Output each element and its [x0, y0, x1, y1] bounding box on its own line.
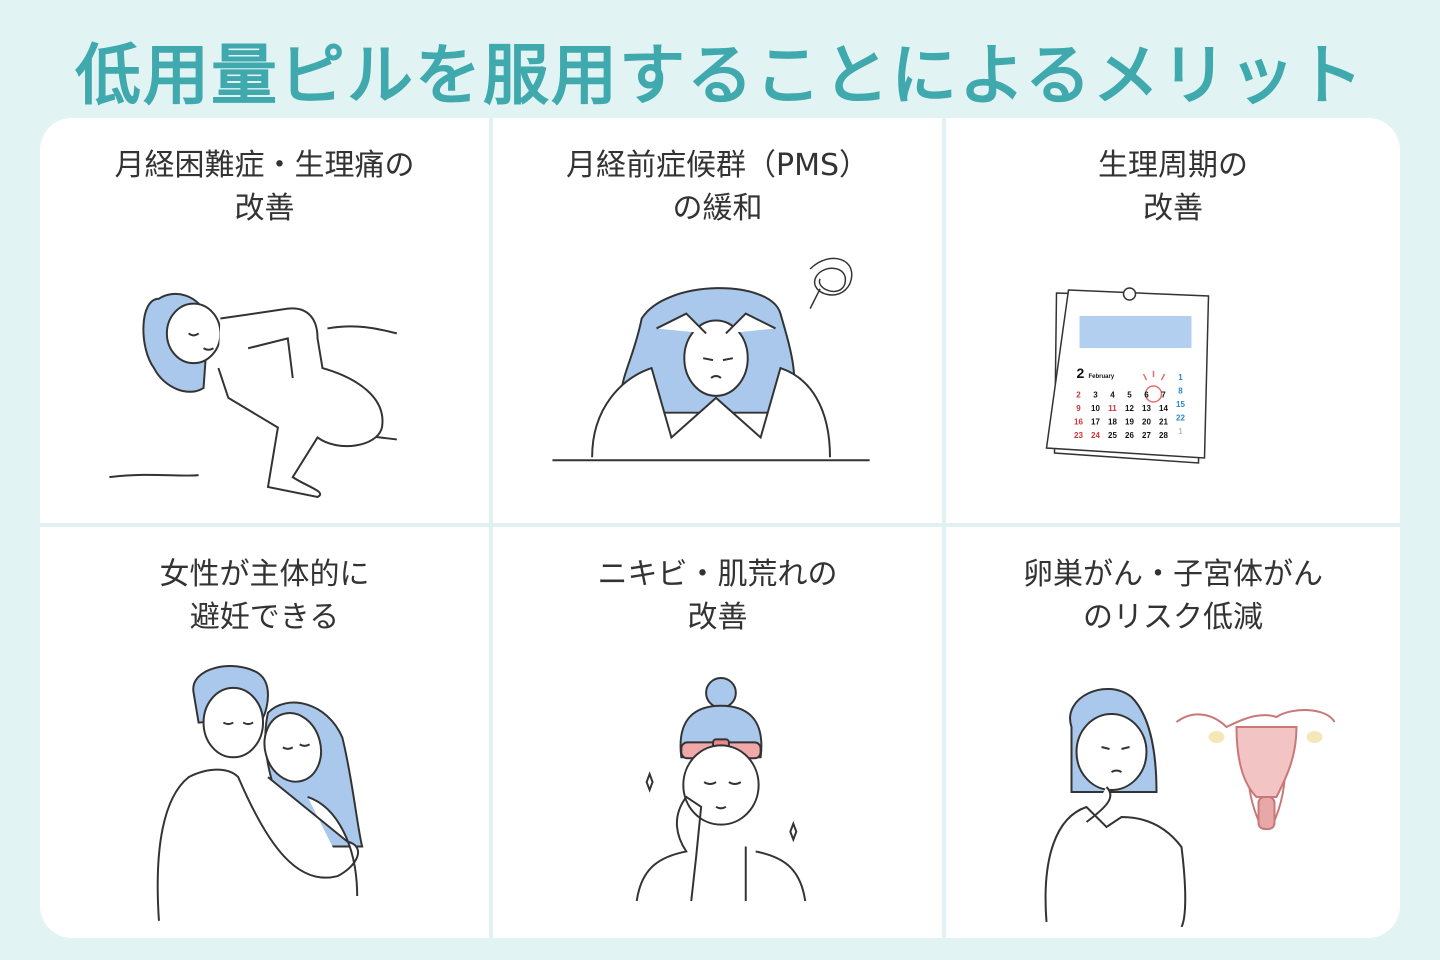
calendar-day: 18 — [1108, 418, 1117, 427]
calendar-day: 6 — [1144, 391, 1149, 400]
benefit-dysmenorrhea: 月経困難症・生理痛の改善 — [40, 118, 493, 527]
woman-headache-illustration — [552, 257, 870, 462]
benefit-skin: ニキビ・肌荒れの改善 — [493, 527, 946, 938]
calendar-day: 5 — [1127, 391, 1132, 400]
calendar-day: 27 — [1142, 431, 1151, 440]
calendar-day: 23 — [1074, 431, 1083, 440]
calendar-day: 11 — [1108, 404, 1117, 413]
calendar-day: 17 — [1091, 418, 1100, 427]
calendar-day: 15 — [1176, 400, 1185, 409]
benefit-cancer-risk: 卵巣がん・子宮体がんのリスク低減 — [946, 527, 1400, 938]
woman-uterus-illustration — [1044, 687, 1336, 927]
woman-lying-pain-illustration — [109, 292, 398, 498]
benefit-pms: 月経前症候群（PMS）の緩和 — [493, 118, 946, 527]
calendar-day: 20 — [1142, 418, 1151, 427]
calendar-day: 14 — [1159, 404, 1168, 413]
couple-embrace-illustration — [156, 665, 364, 921]
calendar-day: 25 — [1108, 431, 1117, 440]
calendar-day: 1 — [1178, 373, 1183, 382]
calendar-day: 7 — [1161, 391, 1166, 400]
benefit-heading: 生理周期の改善 — [1098, 148, 1248, 226]
calendar-day: 24 — [1091, 431, 1100, 440]
calendar-day: 28 — [1159, 431, 1168, 440]
calendar-day: 2 — [1076, 391, 1081, 400]
calendar-day: 26 — [1125, 431, 1134, 440]
calendar-month-number: 2 — [1077, 365, 1085, 381]
highlight-circle — [1144, 385, 1163, 403]
calendar-day: 19 — [1125, 418, 1134, 427]
page-title: 低用量ピルを服用することによるメリット — [74, 37, 1366, 114]
benefit-heading: 女性が主体的に避妊できる — [159, 557, 370, 635]
woman-skin-illustration — [635, 676, 807, 902]
calendar-day: 16 — [1074, 418, 1083, 427]
calendar-day: 4 — [1110, 391, 1115, 400]
benefit-heading: 月経前症候群（PMS）の緩和 — [565, 148, 870, 226]
calendar-day: 10 — [1091, 404, 1100, 413]
benefit-heading: ニキビ・肌荒れの改善 — [597, 557, 838, 635]
benefits-card: 月経困難症・生理痛の改善 月経前症候群（PMS）の緩和 生理周期の改善 2 — [40, 118, 1400, 938]
calendar-day: 3 — [1093, 391, 1098, 400]
calendar-day: 1 — [1178, 427, 1183, 436]
calendar-month-name: February — [1089, 374, 1115, 380]
calendar-day: 21 — [1159, 418, 1168, 427]
calendar-day: 8 — [1178, 387, 1183, 396]
calendar-day: 13 — [1142, 404, 1151, 413]
benefit-heading: 卵巣がん・子宮体がんのリスク低減 — [1023, 557, 1323, 635]
benefit-heading: 月経困難症・生理痛の改善 — [114, 148, 415, 226]
calendar-day: 12 — [1125, 404, 1134, 413]
calendar-day: 9 — [1076, 404, 1081, 413]
calendar-day: 22 — [1176, 414, 1185, 423]
benefit-contraception: 女性が主体的に避妊できる — [40, 527, 493, 938]
